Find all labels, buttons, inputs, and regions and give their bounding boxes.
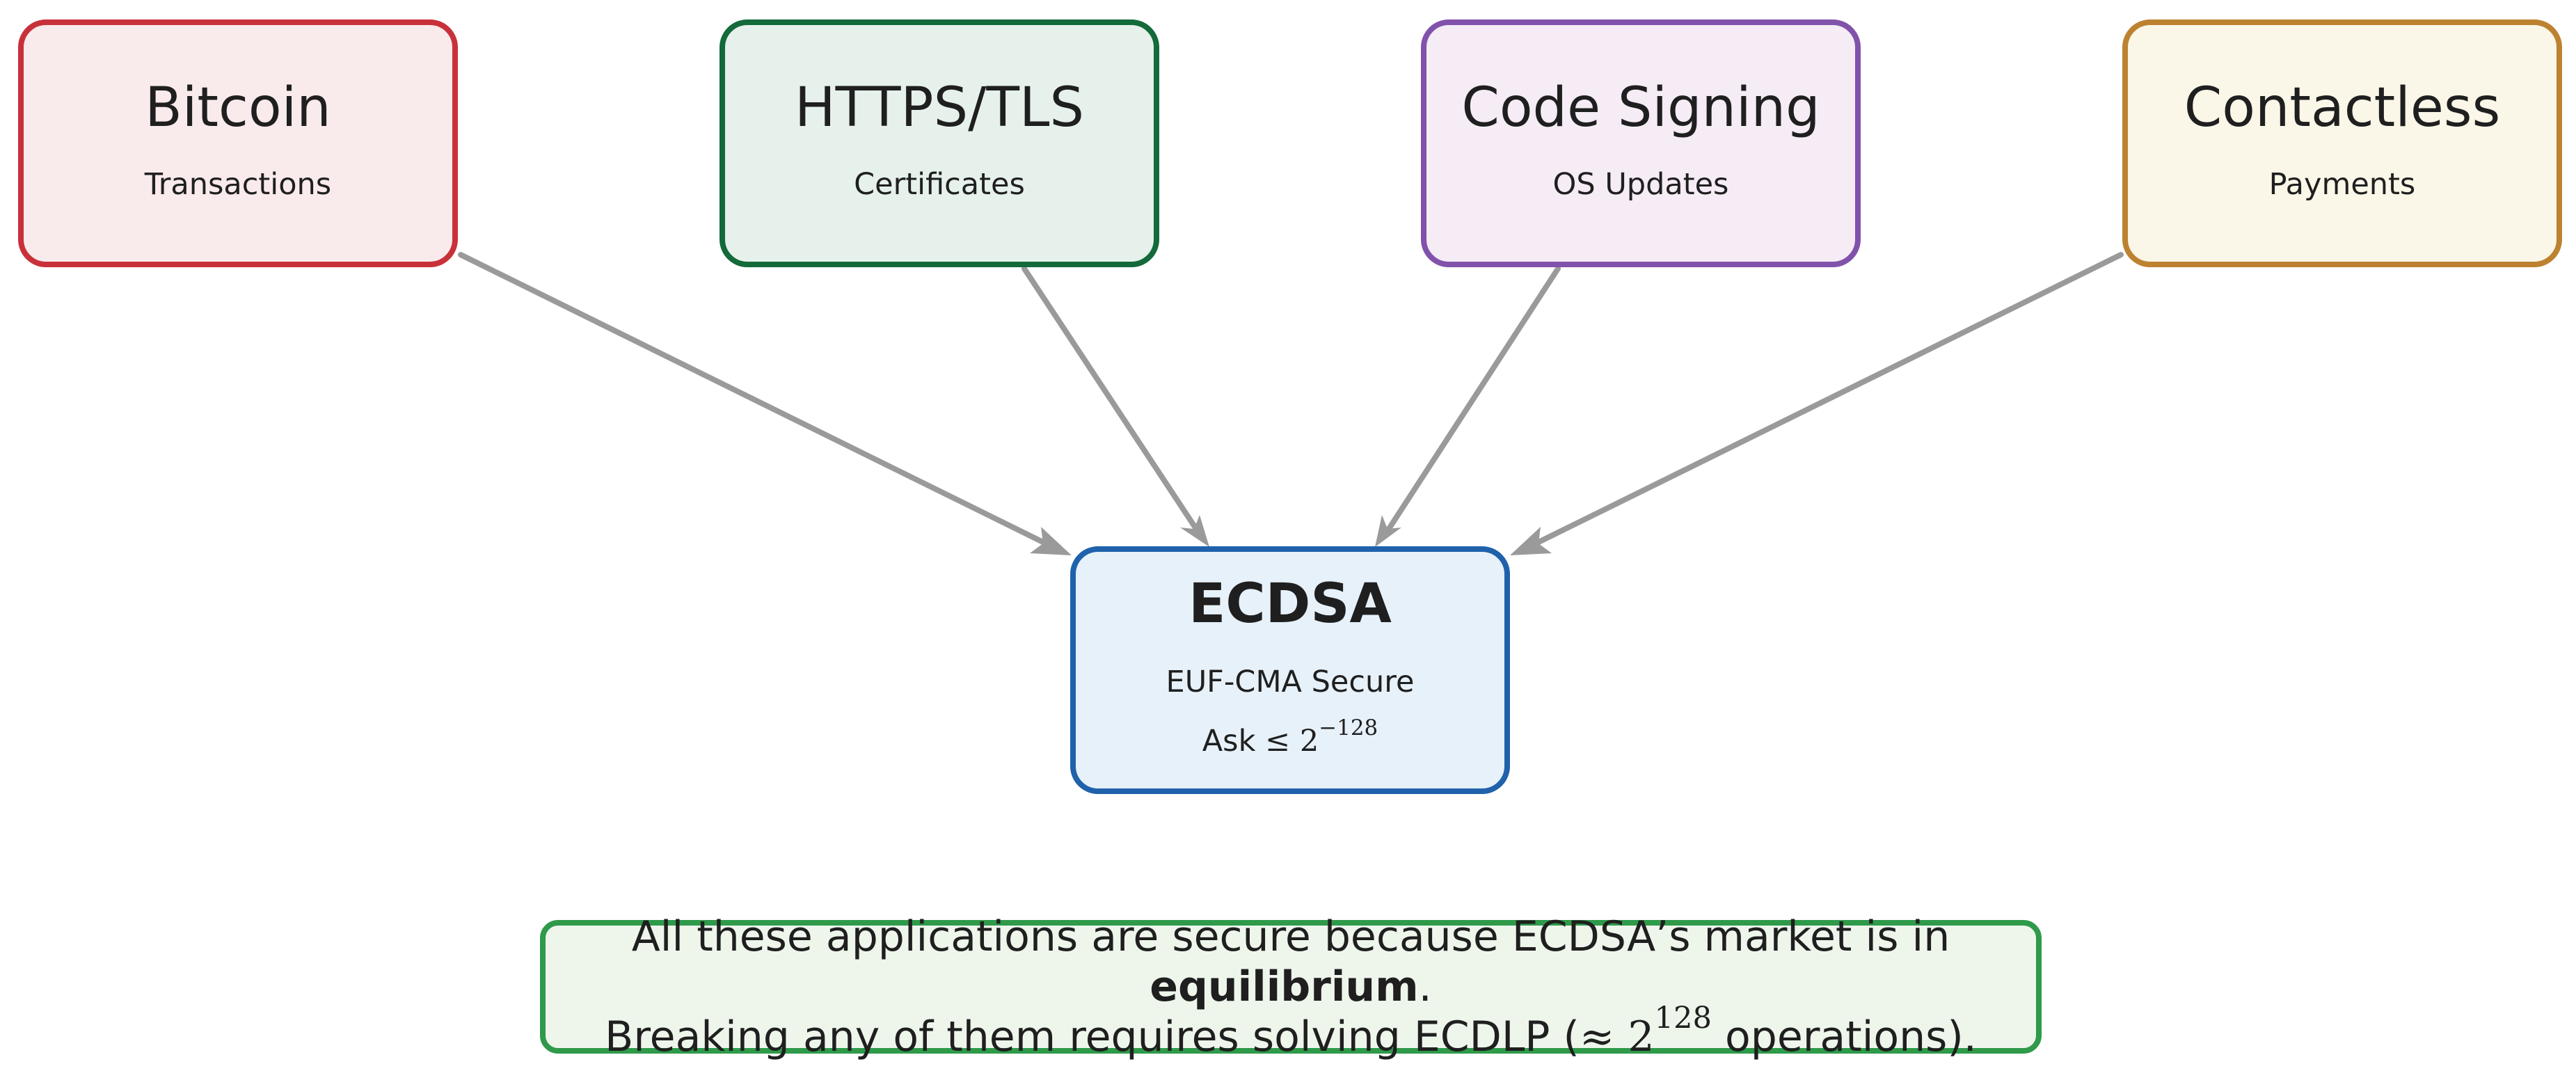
arrowhead-contactless [1510, 527, 1552, 555]
summary-line-2: Breaking any of them requires solving EC… [605, 1003, 1977, 1062]
bitcoin-subtitle: Transactions [144, 167, 332, 202]
ecdsa-box: ECDSA EUF-CMA Secure Ask ≤ 2−128 [1070, 546, 1510, 794]
summary-line-1-end: . [1418, 962, 1432, 1011]
summary-line-2-end: operations). [1711, 1013, 1977, 1061]
arrowhead-bitcoin [1030, 527, 1072, 555]
https-tls-title: HTTPS/TLS [794, 77, 1084, 139]
contactless-box: Contactless Payments [2122, 19, 2562, 267]
arrow-bitcoin-to-ecdsa [458, 252, 1050, 547]
summary-line-1: All these applications are secure becaus… [546, 912, 2036, 1012]
https-tls-subtitle: Certificates [854, 167, 1025, 202]
contactless-subtitle: Payments [2268, 167, 2416, 202]
ops-base: 2 [1628, 1013, 1655, 1061]
ops-exponent: 128 [1654, 1001, 1712, 1036]
code-signing-subtitle: OS Updates [1552, 167, 1729, 202]
arrow-https-to-ecdsa [1021, 266, 1202, 536]
bound-exponent: −128 [1319, 715, 1378, 740]
contactless-title: Contactless [2184, 77, 2501, 139]
bound-relation: ≤ [1265, 724, 1291, 759]
https-tls-box: HTTPS/TLS Certificates [719, 19, 1159, 267]
bitcoin-box: Bitcoin Transactions [18, 19, 458, 267]
ecdsa-title: ECDSA [1188, 573, 1392, 635]
approx-symbol: ≈ [1579, 1013, 1615, 1061]
bitcoin-title: Bitcoin [145, 77, 331, 139]
code-signing-title: Code Signing [1461, 77, 1820, 139]
summary-line-2-text: Breaking any of them requires solving EC… [605, 1013, 1580, 1061]
arrow-contactless-to-ecdsa [1532, 252, 2124, 547]
bound-base: 2 [1299, 724, 1319, 759]
summary-line-1-text: All these applications are secure becaus… [631, 912, 1950, 961]
summary-note: All these applications are secure becaus… [540, 912, 2042, 1061]
arrowhead-https [1180, 515, 1209, 547]
code-signing-box: Code Signing OS Updates [1421, 19, 1861, 267]
ecdsa-subtitle: EUF-CMA Secure [1166, 665, 1415, 699]
arrowhead-codesign [1375, 515, 1401, 547]
ecdsa-advantage-bound: Ask ≤ 2−128 [1202, 717, 1378, 759]
bound-prefix: Ask [1202, 724, 1256, 759]
summary-bold-word: equilibrium [1150, 962, 1419, 1011]
arrow-codesign-to-ecdsa [1383, 266, 1561, 536]
